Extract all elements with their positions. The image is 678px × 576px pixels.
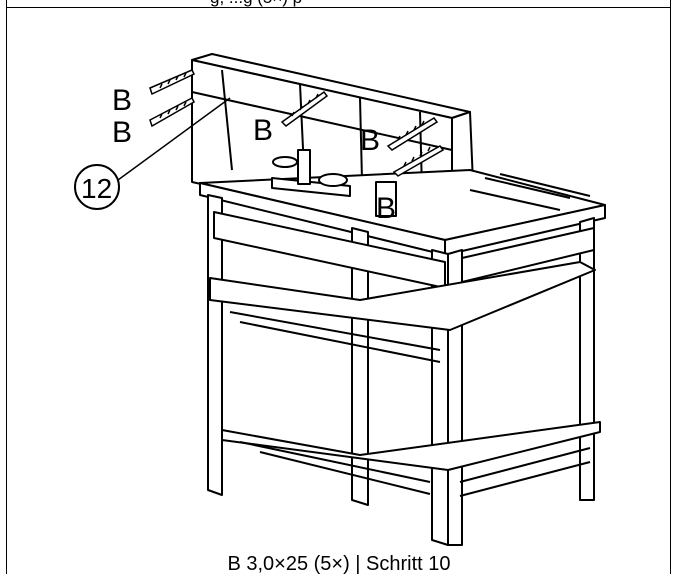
tabletop-side-edge (444, 204, 606, 256)
screw-icon (149, 69, 196, 96)
screw-icon (386, 117, 439, 151)
screw-label-b: B (376, 192, 396, 225)
screw-icon (392, 145, 445, 177)
part-leader-line (117, 97, 231, 181)
middle-shelf (209, 261, 596, 331)
leg-front-left (207, 194, 223, 496)
part-number-label: 12 (81, 173, 112, 204)
mixer-handle-left (272, 156, 298, 168)
screw-label-b: B (253, 114, 273, 147)
page-border-top (6, 7, 671, 8)
side-apron (461, 227, 595, 283)
screws (149, 69, 445, 177)
mixer-handle-right (318, 173, 348, 187)
mixer-spout (297, 149, 311, 185)
previous-caption-fragment: g, ...g (5×) p (210, 0, 302, 8)
screw-icon (149, 96, 195, 128)
drain-block (375, 181, 397, 217)
lower-shelf (221, 421, 601, 471)
screw-label-b: B (360, 124, 380, 157)
leg-front-middle (351, 227, 369, 506)
leg-back-right (579, 217, 595, 501)
screw-label-b: B (112, 116, 132, 149)
screw-label-b: B (112, 84, 132, 117)
step-caption: B 3,0×25 (5×) | Schritt 10 (227, 553, 451, 575)
page-border-right (670, 0, 671, 574)
part-number-circle (74, 164, 120, 210)
screw-icon (280, 90, 329, 127)
page-border-left (6, 0, 7, 574)
